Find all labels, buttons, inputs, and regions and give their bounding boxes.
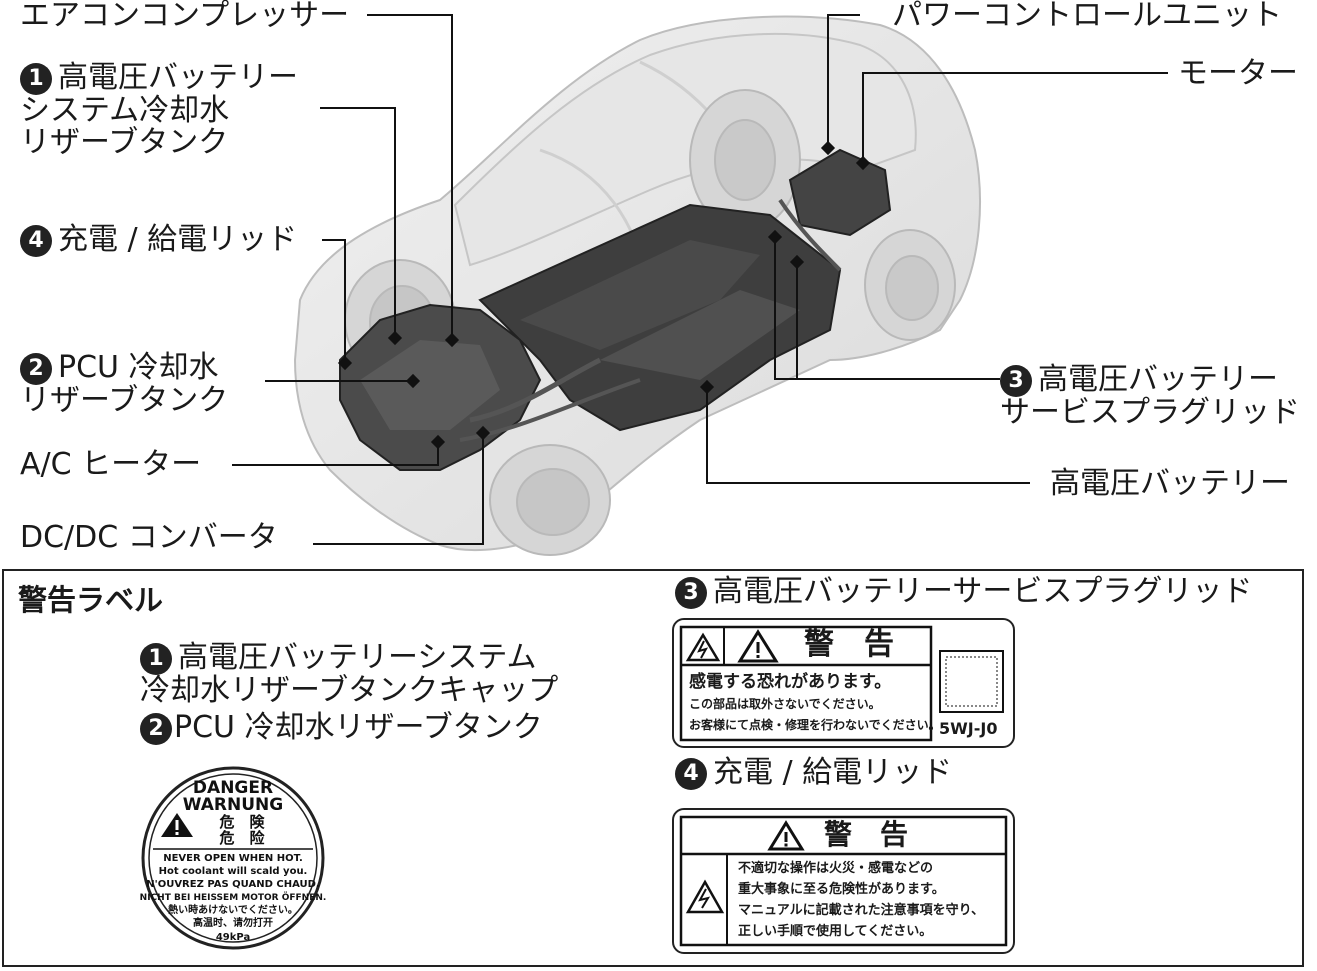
- cap-label-text-line: 熱い時あけないでください。: [168, 903, 298, 916]
- cap-label-text-line: NEVER OPEN WHEN HOT.: [163, 853, 303, 864]
- electric-shock-icon: [685, 879, 725, 914]
- callout-line: サービスプラグリッド: [1000, 394, 1300, 430]
- warning-triangle-icon: [737, 629, 779, 663]
- warning-triangle-icon: [161, 813, 193, 837]
- charge-lid-warning-label: 警 告 不適切な操作は火災・感電などの 重大事象に至る危険性があります。 マニュ…: [672, 808, 1015, 954]
- service-plug-label-heading: 警 告: [804, 627, 894, 662]
- charge-lid-label-line: マニュアルに記載された注意事項を守り、: [738, 903, 985, 918]
- cap-label-kiken-2: 危 险: [219, 829, 265, 847]
- cap-label-kiken-1: 危 険: [219, 813, 265, 831]
- cap-label-text-line: Hot coolant will scald you.: [159, 866, 308, 877]
- number-badge: 3: [675, 576, 707, 609]
- number-badge: 1: [140, 642, 172, 675]
- callout-line: リザーブタンク: [20, 382, 229, 418]
- number-badge: 4: [675, 757, 707, 790]
- callout-motor: モーター: [1178, 56, 1298, 91]
- warning-item-line: 高電圧バッテリーシステム: [178, 640, 537, 675]
- service-plug-label-line2: この部品は取外さないでください。: [689, 697, 881, 711]
- callout-dcdc-converter: DC/DC コンバータ: [20, 520, 278, 555]
- warning-item-text: 高電圧バッテリーサービスプラグリッド: [713, 574, 1253, 609]
- service-plug-label-line1: 感電する恐れがあります。: [689, 672, 892, 692]
- charge-lid-label-line: 正しい手順で使用してください。: [738, 924, 933, 939]
- charge-lid-label-heading: 警 告: [824, 818, 909, 851]
- number-badge: 2: [20, 352, 52, 385]
- wheel-front-left: [489, 444, 611, 556]
- callout-power-control-unit: パワーコントロールユニット: [892, 0, 1282, 33]
- service-plug-label-code: 5WJ-J0: [939, 719, 998, 738]
- warning-item-line: 冷却水リザーブタンクキャップ: [140, 672, 559, 708]
- warning-item-text: PCU 冷却水リザーブタンク: [174, 710, 543, 745]
- cap-label-text-line: N'OUVREZ PAS QUAND CHAUD.: [146, 879, 319, 890]
- cap-label-danger: DANGER: [193, 778, 273, 798]
- service-plug-warning-label: 警 告 感電する恐れがあります。 この部品は取外さないでください。 お客様にて点…: [672, 618, 1015, 748]
- cap-label-warnung: WARNUNG: [183, 795, 283, 815]
- charge-lid-label-line: 重大事象に至る危険性があります。: [738, 882, 945, 897]
- callout-text: 充電 / 給電リッド: [58, 222, 298, 257]
- callout-hv-battery: 高電圧バッテリー: [1050, 466, 1290, 501]
- callout-line: 高電圧バッテリー: [58, 60, 298, 95]
- warning-triangle-icon: [767, 820, 805, 851]
- car-windows: [453, 32, 917, 267]
- electric-shock-icon: [685, 632, 721, 662]
- service-plug-label-line3: お客様にて点検・修理を行わないでください。: [689, 718, 941, 732]
- number-badge: 3: [1000, 364, 1032, 397]
- callout-line: システム冷却水: [20, 92, 230, 128]
- cap-label-text-line: NICHT BEI HEISSEM MOTOR ÖFFNEN.: [140, 892, 327, 903]
- number-badge: 1: [20, 62, 52, 95]
- charge-lid-label-line: 不適切な操作は火災・感電などの: [738, 861, 934, 876]
- number-badge: 4: [20, 224, 52, 257]
- callout-ac-compressor: エアコンコンプレッサー: [20, 0, 350, 33]
- callout-line: 高電圧バッテリー: [1038, 362, 1278, 397]
- callout-line: PCU 冷却水: [58, 350, 219, 385]
- car-illustration: [232, 14, 1168, 556]
- cap-label-pressure: 49kPa: [216, 932, 250, 943]
- callout-ac-heater: A/C ヒーター: [20, 447, 202, 482]
- wheel-rear-left: [864, 229, 956, 341]
- wheel-rear-right: [689, 89, 801, 231]
- number-badge: 2: [140, 712, 172, 745]
- warning-label-section: [2, 569, 1304, 967]
- warning-item-text: 充電 / 給電リッド: [713, 755, 953, 790]
- warning-section-title: 警告ラベル: [18, 583, 164, 617]
- callout-line: リザーブタンク: [20, 124, 229, 160]
- cap-warning-label: DANGER WARNUNG 危 険 危 险 NEVER OPEN WHEN H…: [140, 766, 327, 950]
- cap-label-text-line: 高温时、请勿打开: [193, 916, 273, 929]
